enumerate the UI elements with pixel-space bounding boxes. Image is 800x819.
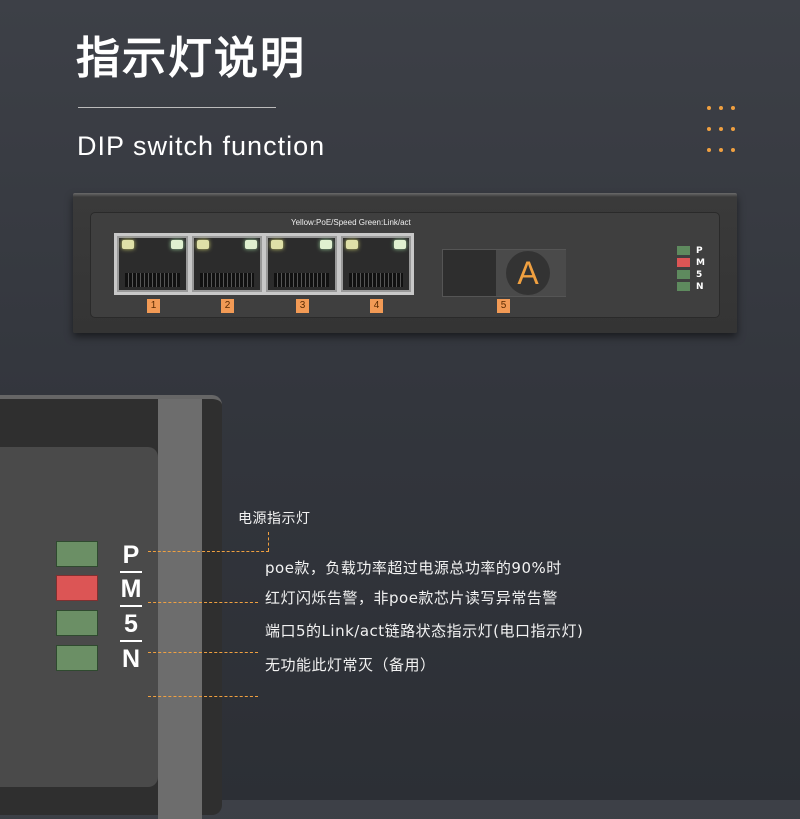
sfp-port: A: [442, 249, 566, 297]
led-5: [677, 270, 690, 279]
led-label: 5: [696, 270, 703, 280]
page-title: 指示灯说明: [76, 33, 306, 84]
divider: [120, 640, 142, 642]
page-subtitle: DIP switch function: [77, 131, 326, 161]
divider: [120, 605, 142, 607]
rj45-port: [117, 236, 188, 292]
port-label: 1: [147, 299, 160, 313]
zoomed-device: [0, 395, 222, 819]
port-label: 3: [296, 299, 309, 313]
leader-line: [268, 532, 269, 551]
sfp-badge: A: [506, 251, 550, 295]
rj45-port: [340, 236, 411, 292]
port-label: 2: [221, 299, 234, 313]
leader-line: [148, 551, 269, 552]
port-label: 5: [497, 299, 510, 313]
led-m: [677, 258, 690, 267]
led-p: [677, 246, 690, 255]
led-n: [677, 282, 690, 291]
led-label: P: [696, 246, 703, 256]
port5-led: [56, 610, 98, 636]
led-letter: N: [121, 645, 141, 673]
inner-panel: Yellow:PoE/Speed Green:Link/act 1 2 3 4 …: [90, 212, 720, 318]
led-letter: M: [120, 575, 142, 603]
leader-line: [148, 602, 258, 603]
dots-decoration-icon: [707, 106, 735, 152]
port-label: 4: [370, 299, 383, 313]
leader-line: [148, 696, 258, 697]
divider: [120, 571, 142, 573]
m-led: [56, 575, 98, 601]
led-letter: 5: [124, 610, 138, 638]
rj45-port: [266, 236, 337, 292]
rj45-port: [191, 236, 262, 292]
led-label: N: [696, 282, 704, 292]
note-port5: 端口5的Link/act链路状态指示灯(电口指示灯): [265, 622, 584, 640]
note-n: 无功能此灯常灭（备用）: [265, 656, 436, 674]
led-legend: Yellow:PoE/Speed Green:Link/act: [291, 218, 411, 227]
note-power: 电源指示灯: [238, 511, 311, 527]
led-label: M: [696, 258, 705, 268]
led-letter: P: [122, 541, 140, 569]
power-led: [56, 541, 98, 567]
note-m-line1: poe款，负载功率超过电源总功率的90%时: [265, 559, 562, 577]
divider: [78, 107, 276, 108]
switch-front-panel: Yellow:PoE/Speed Green:Link/act 1 2 3 4 …: [73, 193, 737, 333]
leader-line: [148, 652, 258, 653]
metal-edge: [158, 399, 202, 819]
rj45-port-group: [114, 233, 414, 295]
note-m-line2: 红灯闪烁告警，非poe款芯片读写异常告警: [265, 589, 558, 607]
n-led: [56, 645, 98, 671]
